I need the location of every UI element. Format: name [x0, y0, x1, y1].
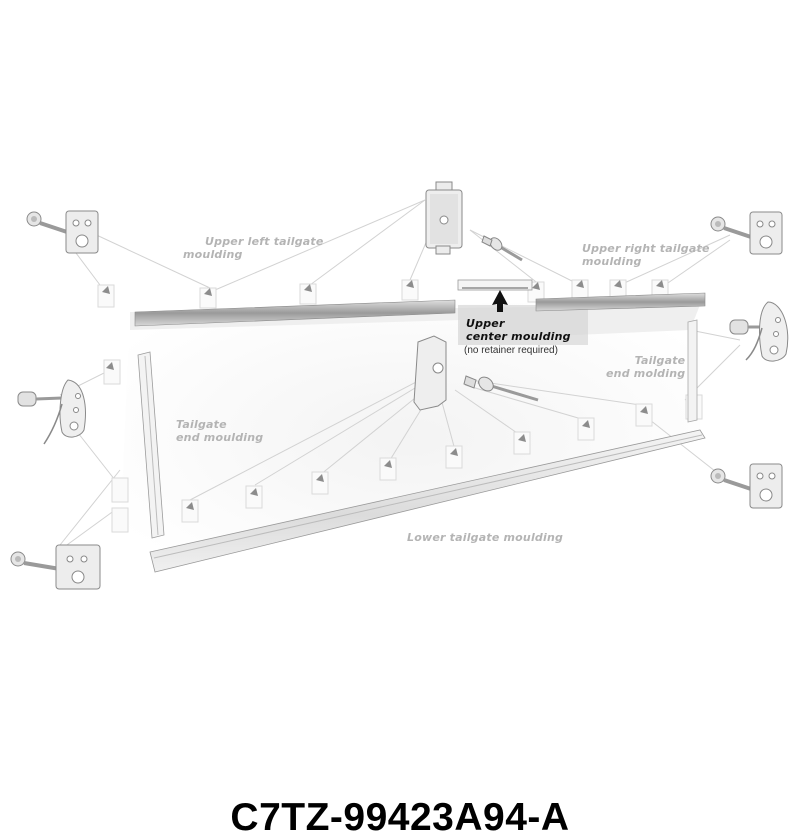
- upper-center-moulding-note: (no retainer required): [464, 345, 558, 356]
- square-retainer-clip-top-left: [26, 210, 99, 254]
- right-end-moulding: [687, 319, 698, 423]
- square-retainer-clip-top-right: [710, 211, 783, 255]
- left-end-moulding: [137, 351, 165, 539]
- slot-arrows: [102, 280, 664, 510]
- tailgate-end-moulding-right-label: Tailgate end molding: [606, 354, 686, 380]
- oval-retainer-clip-mid-left: [17, 379, 86, 445]
- upper-center-arrow-icon: [492, 290, 508, 312]
- oval-retainer-clip-mid-right: [729, 301, 789, 362]
- part-number: C7TZ-99423A94-A: [230, 796, 570, 839]
- square-retainer-clip-bottom-left: [10, 544, 101, 590]
- upper-right-moulding: [535, 292, 706, 312]
- upper-center-moulding: [457, 279, 588, 345]
- upper-right-moulding-label: Upper right tailgate moulding: [582, 242, 710, 268]
- upper-left-moulding: [134, 299, 456, 327]
- upper-left-moulding-label: Upper left tailgate moulding: [183, 235, 324, 261]
- lower-tailgate-moulding: [149, 429, 706, 573]
- upper-center-moulding-label: Upper center moulding: [466, 317, 571, 343]
- square-retainer-clip-lower-right: [710, 463, 783, 509]
- tailgate-end-moulding-left-label: Tailgate end moulding: [176, 418, 264, 444]
- center-retainer-clip-middle: [413, 335, 539, 411]
- lower-tailgate-moulding-label: Lower tailgate moulding: [407, 531, 564, 544]
- center-retainer-clip-top: [425, 181, 523, 262]
